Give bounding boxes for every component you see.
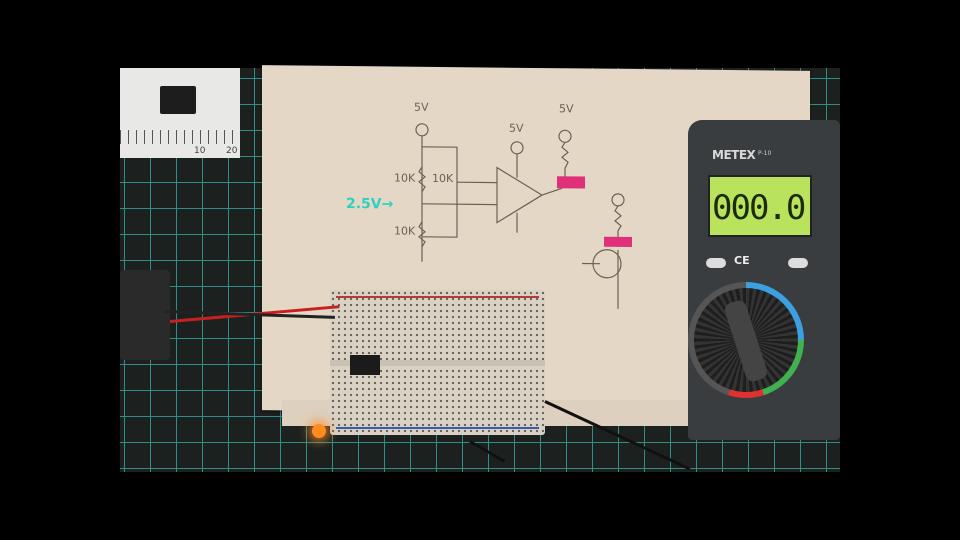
power-rail — [336, 427, 539, 429]
breadboard-channel — [330, 360, 545, 366]
ce-mark: CE — [734, 254, 750, 267]
battery-holder — [120, 270, 170, 360]
meter-model: P-10 — [758, 150, 772, 157]
meter-button[interactable] — [706, 258, 726, 268]
highlight-mark — [604, 236, 632, 248]
resistor-label: 10K — [394, 172, 416, 185]
ruler-photo: 10 20 — [120, 68, 240, 158]
supply-label: 5V — [509, 122, 524, 135]
op-amp-chip — [350, 355, 380, 375]
resistor-label: 10K — [432, 172, 454, 185]
meter-button[interactable] — [788, 258, 808, 268]
highlight-mark — [557, 176, 585, 189]
meter-lcd — [708, 175, 812, 237]
ruler-label-10: 10 — [194, 146, 206, 156]
ruler-label-20: 20 — [226, 146, 238, 156]
power-rail — [336, 296, 539, 298]
ic-chip — [160, 86, 196, 114]
supply-label: 5V — [559, 102, 574, 115]
led-lit — [312, 424, 326, 438]
ruler-ticks — [120, 130, 240, 144]
meter-reading: 000.0 — [712, 188, 806, 228]
resistor-label: 10K — [394, 225, 416, 238]
schematic-paper: 5V 5V 5V 10K 10K 10K 2.5V→ — [262, 65, 810, 416]
schematic-drawing: 5V 5V 5V 10K 10K 10K 2.5V→ — [346, 101, 632, 309]
supply-label: 5V — [414, 101, 429, 114]
midpoint-annotation: 2.5V→ — [346, 196, 394, 212]
meter-brand: METEX — [712, 148, 756, 162]
